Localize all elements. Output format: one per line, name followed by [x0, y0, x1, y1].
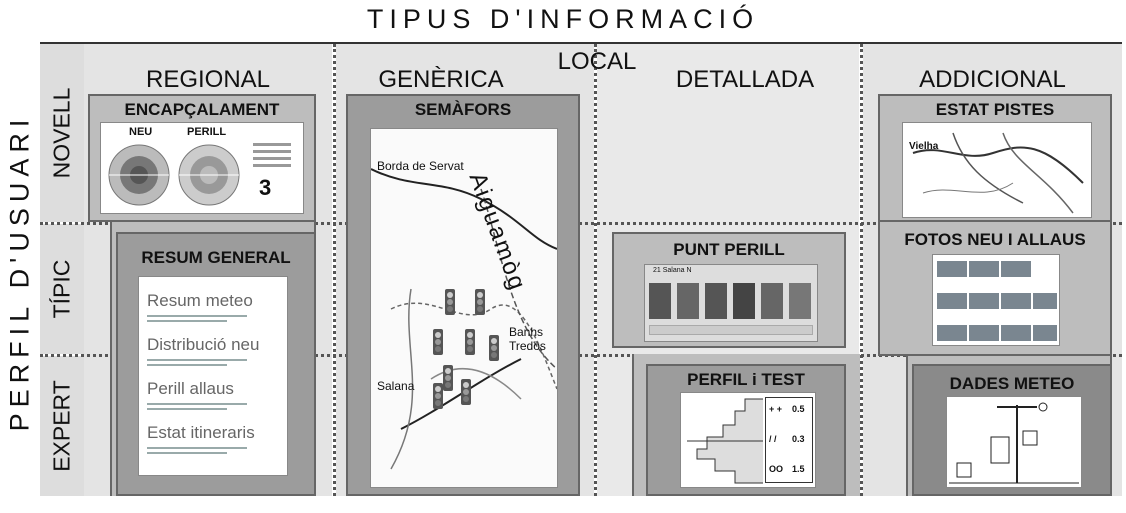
- test-table: + + 0.5 / / 0.3 OO 1.5: [765, 397, 813, 483]
- traffic-light-icon: [489, 335, 499, 361]
- column-header-generica: GENÈRICA: [378, 66, 504, 93]
- forecast-card: NEU PERILL 3: [100, 122, 304, 214]
- map-card: Borda de Servat Aiguamòg Banhs Tredòs Sa…: [370, 128, 558, 488]
- panel-fotos: FOTOS NEU I ALLAUS: [878, 222, 1112, 356]
- traffic-light-icon: [445, 289, 455, 315]
- panel-title: PERFIL i TEST: [687, 370, 805, 389]
- snow-profile-icon: [687, 398, 763, 484]
- column-header-detallada: DETALLADA: [675, 66, 815, 93]
- column-header-local: LOCAL: [557, 48, 637, 75]
- divider: [333, 44, 336, 496]
- text-lines-icon: [253, 143, 291, 171]
- panel-title: RESUM GENERAL: [141, 248, 291, 267]
- neu-label: NEU: [129, 126, 153, 138]
- summary-item: Perill allaus: [147, 379, 234, 398]
- divider: [40, 222, 1122, 225]
- profile-card: + + 0.5 / / 0.3 OO 1.5: [680, 392, 816, 488]
- divider: [860, 44, 863, 496]
- row-label-expert: EXPERT: [40, 356, 84, 496]
- row-label-tipic: TÍPIC: [40, 224, 84, 354]
- danger-level: 3: [259, 175, 272, 200]
- diagram-title: TIPUS D'INFORMACIÓ: [366, 4, 760, 34]
- traffic-light-icon: [465, 329, 475, 355]
- panel-dades-meteo: DADES METEO: [912, 364, 1112, 496]
- panel-resum-general: RESUM GENERAL Resum meteo Distribució ne…: [116, 232, 316, 496]
- summary-card: Resum meteo Distribució neu Perill allau…: [138, 276, 288, 476]
- column-header-addicional: ADDICIONAL: [919, 66, 1066, 93]
- column-header-regional: REGIONAL: [145, 66, 271, 93]
- summary-item: Estat itineraris: [147, 423, 255, 442]
- divider: [594, 44, 597, 496]
- photos-card: [932, 254, 1060, 346]
- panel-estat-pistes: ESTAT PISTES Vielha: [878, 94, 1112, 222]
- perill-label: PERILL: [187, 126, 227, 138]
- panel-title: PUNT PERILL: [673, 240, 785, 259]
- summary-item: Resum meteo: [147, 291, 253, 310]
- map-label: Banhs Tredòs: [509, 325, 546, 353]
- divider: [40, 354, 1122, 357]
- panel-title: ENCAPÇALAMENT: [124, 100, 280, 119]
- map-label: Vielha: [909, 141, 939, 152]
- weather-station-icon: [949, 402, 1079, 484]
- ski-map-icon: [912, 132, 1084, 214]
- pistes-map-card: Vielha: [902, 122, 1092, 218]
- side-title: PERFIL D'USUARI: [4, 113, 35, 432]
- traffic-light-icon: [475, 289, 485, 315]
- danger-icons: [649, 283, 813, 319]
- panel-title: FOTOS NEU I ALLAUS: [904, 230, 1086, 249]
- map-label: Salana: [377, 379, 415, 393]
- traffic-light-icon: [433, 383, 443, 409]
- panel-perfil-test: PERFIL i TEST + + 0.5 / / 0.3 OO 1.5: [646, 364, 846, 496]
- panel-encapcalament: ENCAPÇALAMENT NEU PERILL 3: [88, 94, 316, 222]
- panel-title: SEMÀFORS: [414, 100, 512, 119]
- traffic-light-icon: [433, 329, 443, 355]
- summary-item: Distribució neu: [147, 335, 260, 354]
- map-label: Borda de Servat: [377, 159, 464, 173]
- compass-roses-icon: [108, 144, 240, 206]
- danger-point-header: 21 Salana N: [653, 267, 692, 274]
- traffic-light-icon: [443, 365, 453, 391]
- panel-punt-perill: PUNT PERILL 21 Salana N: [612, 232, 846, 348]
- panel-title: ESTAT PISTES: [935, 100, 1055, 119]
- panel-semafors: SEMÀFORS Borda de Servat Aiguamòg Banhs …: [346, 94, 580, 496]
- row-label-novell: NOVELL: [40, 44, 84, 222]
- danger-point-card: 21 Salana N: [644, 264, 818, 342]
- weather-station-card: [946, 396, 1082, 488]
- panel-title: DADES METEO: [949, 374, 1075, 393]
- traffic-light-icon: [461, 379, 471, 405]
